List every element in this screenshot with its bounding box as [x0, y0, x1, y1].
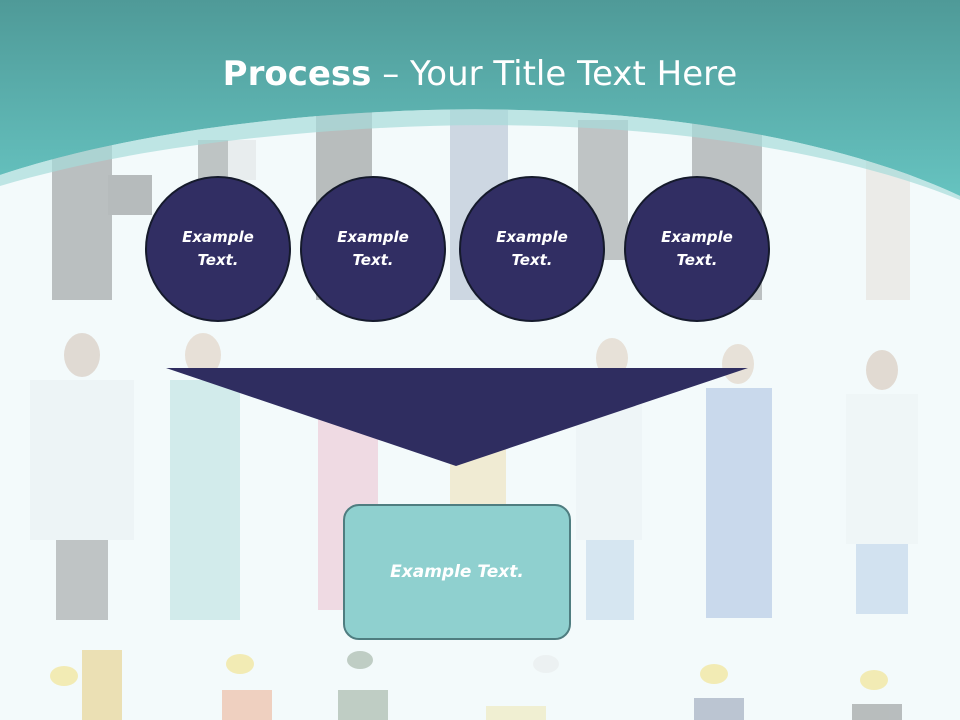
- title-dash: –: [371, 54, 411, 94]
- process-circle-3-label: Example Text.: [496, 228, 568, 269]
- process-circle-2: Example Text.: [300, 176, 446, 322]
- process-circle-4: Example Text.: [624, 176, 770, 322]
- process-circle-4-label: Example Text.: [661, 228, 733, 269]
- result-box: Example Text.: [343, 504, 571, 640]
- process-circle-2-label: Example Text.: [337, 228, 409, 269]
- result-box-label: Example Text.: [390, 562, 524, 582]
- process-circle-3: Example Text.: [459, 176, 605, 322]
- process-circle-1: Example Text.: [145, 176, 291, 322]
- title-rest: Your Title Text Here: [410, 54, 738, 94]
- title-bold: Process: [222, 54, 372, 94]
- slide-title: Process – Your Title Text Here: [0, 52, 960, 96]
- process-circle-1-label: Example Text.: [182, 228, 254, 269]
- header-band: [0, 0, 960, 200]
